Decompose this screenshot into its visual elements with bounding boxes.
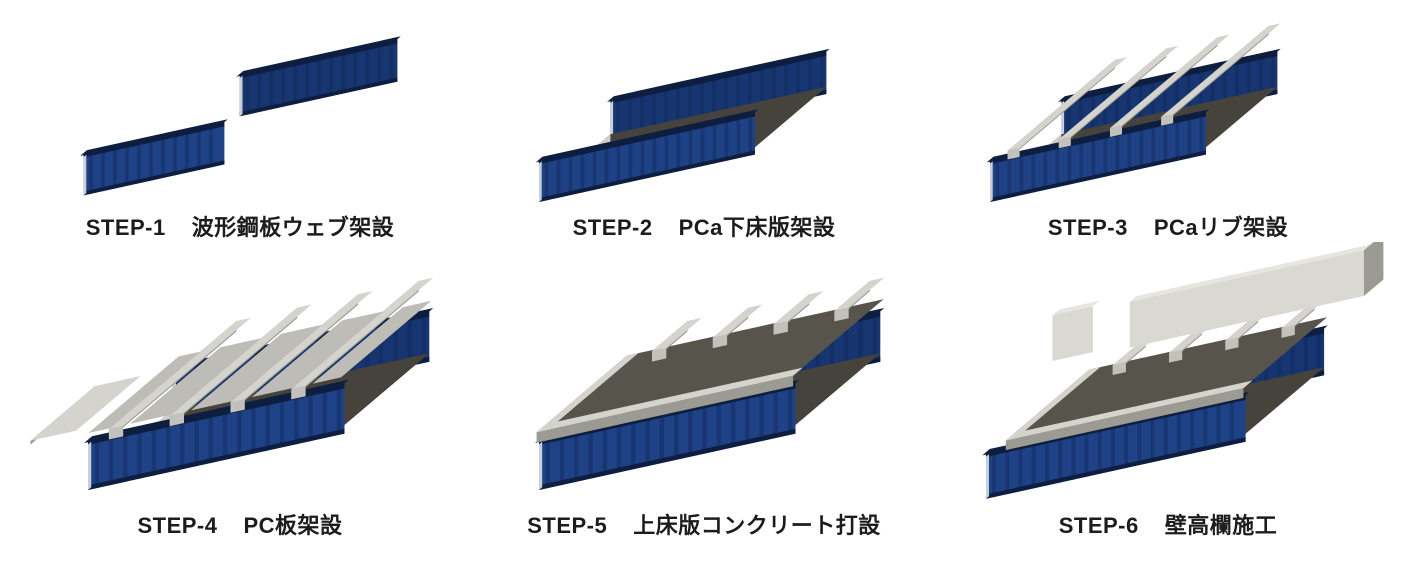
step-panel-6: STEP-6 壁高欄施工 <box>936 242 1400 540</box>
step-title: PC板架設 <box>243 513 343 538</box>
step-panel-3: STEP-3 PCaリブ架設 <box>936 6 1400 242</box>
step-id: STEP-3 <box>1047 215 1128 240</box>
step-panel-2: STEP-2 PCa下床版架設 <box>472 6 936 242</box>
step-2-illustration <box>535 48 830 202</box>
step-caption: STEP-6 壁高欄施工 <box>1059 508 1278 540</box>
step-6-illustration <box>982 242 1384 499</box>
step-panel-5: STEP-5 上床版コンクリート打設 <box>472 242 936 540</box>
step-id: STEP-4 <box>137 513 218 538</box>
step-title: 波形鋼板ウェブ架設 <box>191 215 395 240</box>
step-panel-4: STEP-4 PC板架設 <box>8 242 472 540</box>
step-panel-1: STEP-1 波形鋼板ウェブ架設 <box>8 6 472 242</box>
step-caption: STEP-2 PCa下床版架設 <box>573 210 836 242</box>
step-5-illustration <box>535 277 885 490</box>
step-caption: STEP-4 PC板架設 <box>137 508 342 540</box>
step-caption: STEP-1 波形鋼板ウェブ架設 <box>86 210 395 242</box>
step-title: 壁高欄施工 <box>1164 513 1278 538</box>
step-caption: STEP-3 PCaリブ架設 <box>1048 210 1288 242</box>
step-title: 上床版コンクリート打設 <box>633 513 881 538</box>
step-4-illustration <box>30 277 434 490</box>
step-title: PCa下床版架設 <box>678 215 836 240</box>
step-id: STEP-2 <box>572 215 653 240</box>
construction-steps-grid: STEP-1 波形鋼板ウェブ架設 STEP-2 PCa下床版架設 STEP-3 PCa… <box>8 6 1400 540</box>
step-id: STEP-1 <box>85 215 166 240</box>
step-1-illustration <box>80 36 401 196</box>
step-title: PCaリブ架設 <box>1153 215 1289 240</box>
step-3-illustration <box>986 23 1281 202</box>
step-caption: STEP-5 上床版コンクリート打設 <box>527 508 881 540</box>
step-id: STEP-5 <box>527 513 608 538</box>
step-id: STEP-6 <box>1058 513 1139 538</box>
